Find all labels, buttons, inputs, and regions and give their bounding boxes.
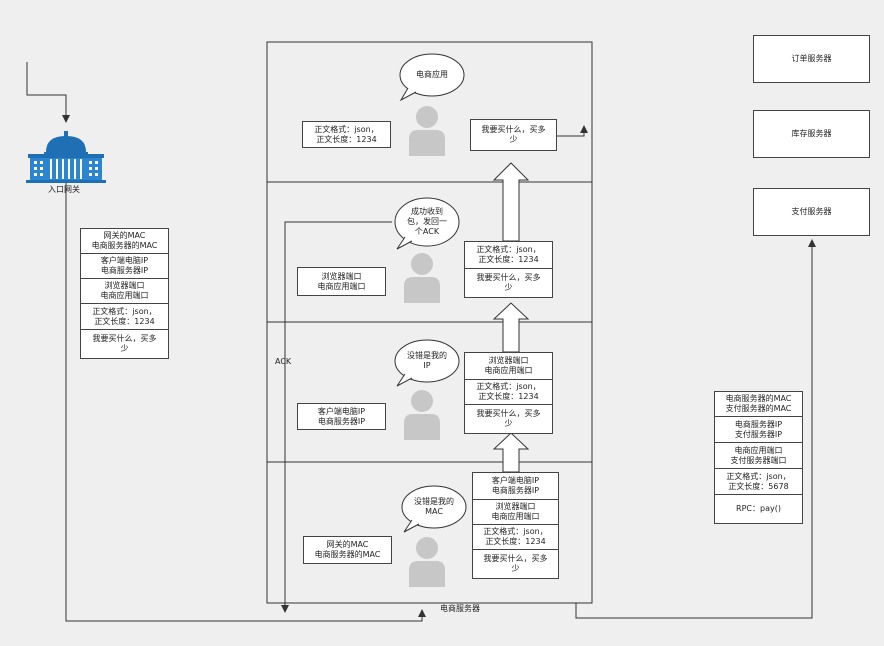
link-packet: 客户端电脑IP 电商服务器IP 浏览器端口 电商应用端口 正文格式：json， … xyxy=(472,472,559,579)
network-packet: 浏览器端口 电商应用端口 正文格式：json， 正文长度：1234 我要买什么，… xyxy=(464,352,553,434)
transport-packet: 正文格式：json， 正文长度：1234 我要买什么，买多 少 xyxy=(464,241,553,298)
bubble-network xyxy=(394,339,460,387)
packet-cell: 网关的MAC 电商服务器的MAC xyxy=(81,229,168,254)
ack-label: ACK xyxy=(275,357,292,366)
packet-cell: 浏览器端口 电商应用端口 xyxy=(473,500,558,525)
server-label: 电商服务器 xyxy=(440,604,480,613)
app-left-box: 正文格式：json， 正文长度：1234 xyxy=(302,121,391,148)
transport-left-box: 浏览器端口 电商应用端口 xyxy=(297,267,386,296)
rpc-packet: 电商服务器的MAC 支付服务器的MAC 电商服务器IP 支付服务器IP 电商应用… xyxy=(714,391,803,524)
packet-cell: 我要买什么，买多 少 xyxy=(483,554,548,573)
person-icon-network xyxy=(404,390,440,440)
up-arrow-network-to-transport xyxy=(492,302,530,353)
person-icon-link xyxy=(409,537,445,587)
packet-cell: 我要买什么，买多 少 xyxy=(476,409,541,428)
bubble-link xyxy=(401,485,467,533)
bubble-network-text: 没错是我的 IP xyxy=(407,351,447,370)
up-arrow-link-to-network xyxy=(492,432,530,473)
packet-cell: 电商服务器IP 支付服务器IP xyxy=(715,417,802,443)
bubble-link-text: 没错是我的 MAC xyxy=(414,497,454,516)
network-left-box: 客户端电脑IP 电商服务器IP xyxy=(297,403,386,430)
packet-cell: 正文格式：json， 正文长度：1234 xyxy=(81,304,168,330)
up-arrow-transport-to-app xyxy=(492,162,530,242)
bubble-app xyxy=(399,53,465,102)
packet-cell: 我要买什么，买多 少 xyxy=(481,125,546,144)
incoming-connector xyxy=(26,62,70,123)
app-packet-connector xyxy=(556,125,588,137)
packet-cell: 正文格式：json， 正文长度：1234 xyxy=(473,525,558,550)
packet-cell: 电商应用端口 支付服务器端口 xyxy=(715,443,802,469)
gateway-to-server-connector xyxy=(65,182,426,622)
packet-cell: 正文格式：json， 正文长度：1234 xyxy=(465,242,552,269)
gateway-label: 入口网关 xyxy=(48,185,80,194)
ack-connector xyxy=(281,221,392,613)
packet-cell: 客户端电脑IP 电商服务器IP xyxy=(473,473,558,500)
bubble-transport xyxy=(394,197,460,250)
bubble-app-text: 电商应用 xyxy=(416,70,448,79)
app-packet: 我要买什么，买多 少 xyxy=(470,119,557,151)
inventory-server-box: 库存服务器 xyxy=(753,110,870,158)
packet-cell: 正文格式：json， 正文长度：1234 xyxy=(465,380,552,405)
person-icon-app xyxy=(409,106,445,156)
packet-cell: 正文格式：json， 正文长度：5678 xyxy=(715,469,802,495)
bubble-transport-text: 成功收到 包，发回一 个ACK xyxy=(407,207,447,236)
packet-cell: 客户端电脑IP 电商服务器IP xyxy=(81,254,168,279)
server-to-payment-connector xyxy=(575,239,816,619)
packet-cell: 浏览器端口 电商应用端口 xyxy=(81,279,168,304)
packet-cell: RPC：pay() xyxy=(736,504,781,513)
payment-server-box: 支付服务器 xyxy=(753,188,870,236)
packet-cell: 我要买什么，买多 少 xyxy=(476,273,541,292)
person-icon-transport xyxy=(404,253,440,303)
packet-cell: 浏览器端口 电商应用端口 xyxy=(465,353,552,380)
gateway-building-icon xyxy=(26,131,106,183)
packet-cell: 电商服务器的MAC 支付服务器的MAC xyxy=(715,392,802,417)
order-server-box: 订单服务器 xyxy=(753,35,870,83)
packet-cell: 我要买什么，买多 少 xyxy=(92,334,157,353)
link-left-box: 网关的MAC 电商服务器的MAC xyxy=(303,536,392,564)
gateway-packet: 网关的MAC 电商服务器的MAC 客户端电脑IP 电商服务器IP 浏览器端口 电… xyxy=(80,228,169,359)
